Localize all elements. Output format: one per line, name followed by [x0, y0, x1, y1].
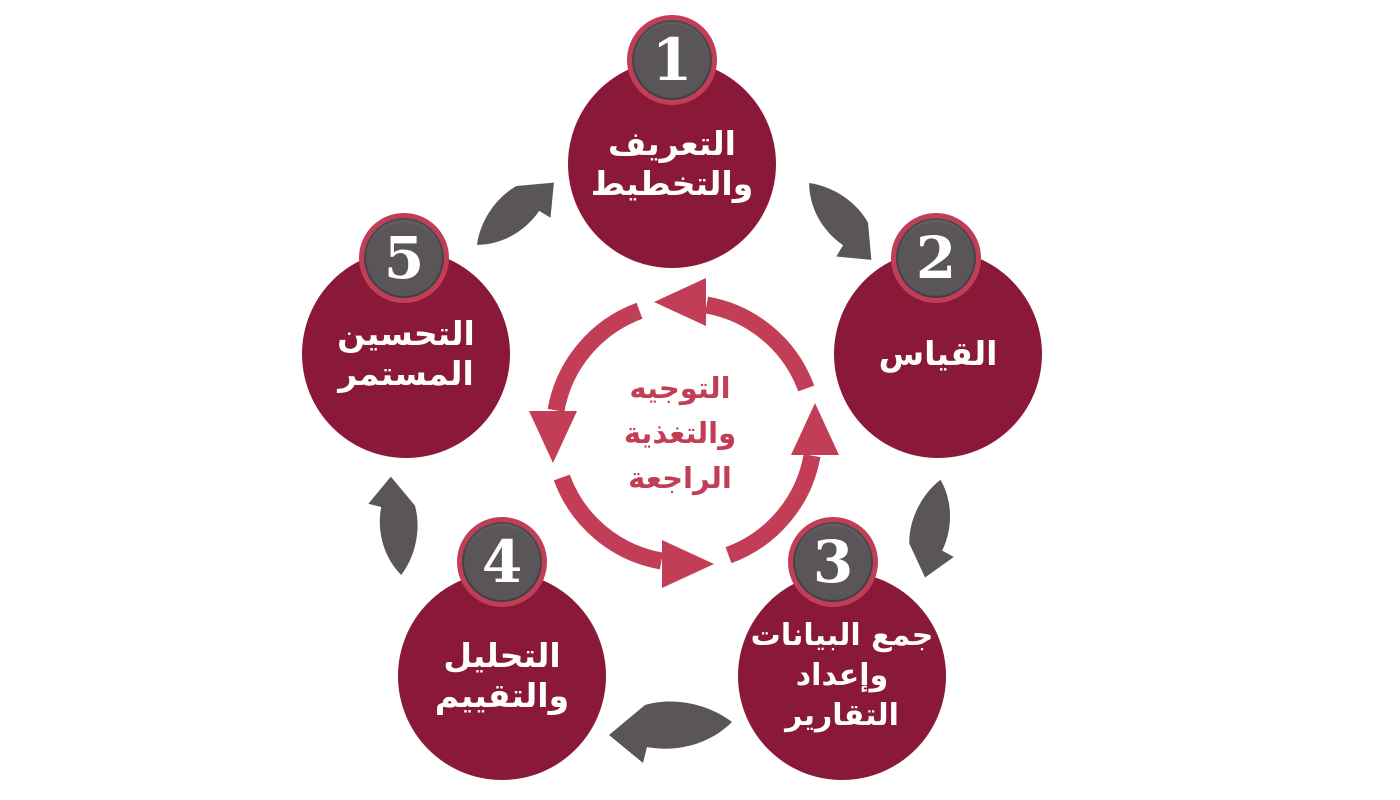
step-number-badge-2: 2: [891, 213, 981, 303]
step-label-line: وإعداد التقارير: [785, 658, 899, 733]
step-label-line: القياس: [878, 334, 998, 373]
step-label-line: التحليل: [443, 636, 561, 675]
step-label-line: المستمر: [338, 354, 474, 393]
arrow-step3-to-step4-icon: [609, 701, 732, 763]
center-cycle-arrows-icon: [514, 263, 839, 603]
step-label-3: جمع البيانات وإعداد التقارير: [738, 616, 946, 736]
center-label: التوجيه والتغذية الراجعة: [576, 366, 784, 501]
step-label-line: التعريف: [607, 124, 736, 163]
step-number-badge-5: 5: [359, 213, 449, 303]
arrow-step4-to-step5-icon: [368, 476, 418, 575]
step-number-badge-1: 1: [627, 15, 717, 105]
step-label-line: التحسين: [337, 314, 475, 353]
arrow-step5-to-step1-icon: [465, 163, 570, 269]
step-label-line: جمع البيانات: [750, 618, 934, 653]
step-number-badge-4: 4: [457, 517, 547, 607]
step-number-badge-3: 3: [788, 517, 878, 607]
arrow-step2-to-step3-icon: [899, 475, 973, 584]
center-label-line: التوجيه: [629, 371, 731, 405]
step-circle-3: جمع البيانات وإعداد التقارير: [738, 572, 946, 780]
step-label-5: التحسين المستمر: [337, 314, 475, 394]
step-label-2: القياس: [879, 334, 998, 374]
step-label-line: والتقييم: [434, 676, 570, 715]
arrow-step1-to-step2-icon: [785, 171, 891, 276]
center-label-line: والتغذية: [623, 416, 737, 450]
center-label-line: الراجعة: [628, 461, 732, 495]
step-label-1: التعريف والتخطيط: [591, 124, 753, 204]
step-label-line: والتخطيط: [590, 164, 754, 203]
step-label-4: التحليل والتقييم: [435, 636, 569, 716]
